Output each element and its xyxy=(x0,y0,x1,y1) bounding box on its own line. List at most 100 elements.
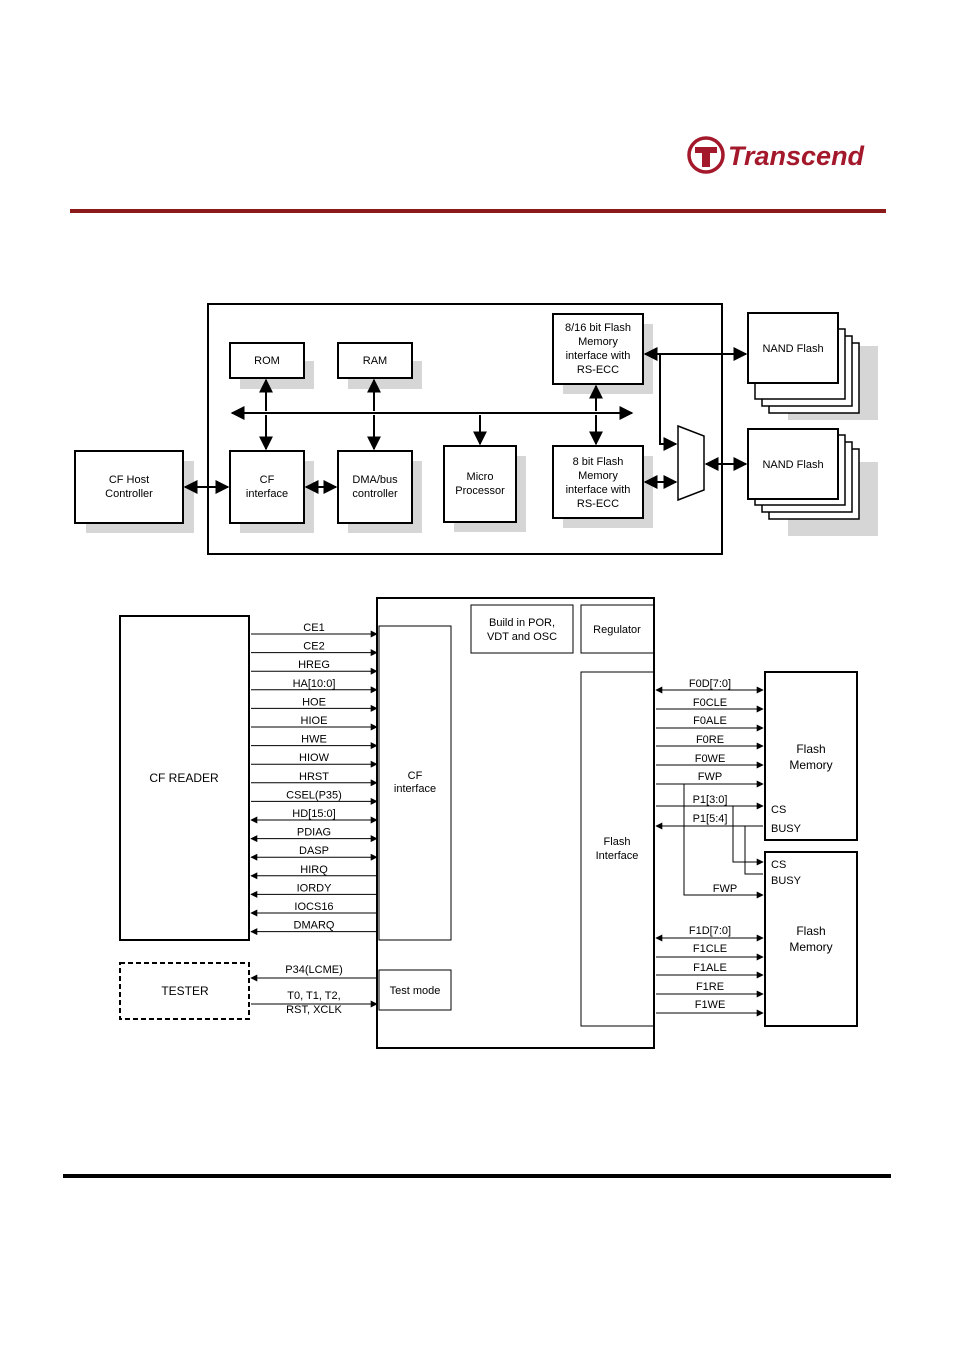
logo-t-mark xyxy=(695,147,717,167)
flash-interface-block xyxy=(580,671,655,1027)
nand-top-label: NAND Flash xyxy=(762,343,823,355)
p1-signal-5-4: P1[5:4] xyxy=(693,813,728,825)
flash1-signal-fwp: FWP xyxy=(713,883,737,895)
flash0-busy-label: BUSY xyxy=(771,823,802,835)
flash-memory-1-box xyxy=(764,851,858,1027)
flash1-signal-f1we: F1WE xyxy=(695,999,726,1011)
host-signal-label: HA[10:0] xyxy=(293,678,336,690)
header-rule xyxy=(70,209,886,213)
logo-ring xyxy=(687,136,725,174)
host-signal-label: DMARQ xyxy=(294,920,335,932)
host-signal-label: HIOW xyxy=(299,752,330,764)
flash16-interface-box xyxy=(552,313,644,385)
chip-cf-interface-label-2: interface xyxy=(394,783,436,795)
internal-bus xyxy=(183,347,748,494)
host-signal-label: HREG xyxy=(298,659,330,671)
flash-memory-1-label-2: Memory xyxy=(789,940,832,954)
tester-signal-lines xyxy=(250,974,378,1008)
cf-interface-box xyxy=(229,450,305,524)
flash8-label-3: interface with xyxy=(566,484,631,496)
cf-host-label-1: CF Host xyxy=(109,474,149,486)
tester-signal-rst-xclk: RST, XCLK xyxy=(286,1004,342,1016)
flash0-signal-f0we: F0WE xyxy=(695,753,726,765)
flash8-interface-box xyxy=(552,445,644,519)
host-signal-lines xyxy=(250,630,378,936)
flash8-label-2: Memory xyxy=(578,470,618,482)
flash16-label-4: RS-ECC xyxy=(577,364,619,376)
tester-signal-t0-t2: T0, T1, T2, xyxy=(287,990,340,1002)
tester-box xyxy=(119,962,250,1020)
micro-processor-box xyxy=(443,445,517,523)
cf-interface-block xyxy=(378,625,452,941)
host-signal-label: HOE xyxy=(302,696,326,708)
p1-signal-3-0: P1[3:0] xyxy=(693,794,728,806)
dma-bus-controller-box xyxy=(337,450,413,524)
regulator-block xyxy=(580,604,655,654)
rom-label: ROM xyxy=(254,355,280,367)
flash-interface-label-2: Interface xyxy=(596,850,639,862)
flash1-busy-label: BUSY xyxy=(771,875,802,887)
host-signal-label: HIRQ xyxy=(300,864,328,876)
test-mode-label: Test mode xyxy=(390,985,441,997)
transcend-logo: Transcend xyxy=(687,136,865,174)
host-signal-label: DASP xyxy=(299,845,329,857)
flash0-signal-f0ale: F0ALE xyxy=(693,715,727,727)
flash-interface-label-1: Flash xyxy=(604,836,631,848)
cf-reader-box xyxy=(119,615,250,941)
flash1-signal-lines xyxy=(655,934,764,1017)
flash0-signal-f0cle: F0CLE xyxy=(693,697,727,709)
dma-label-2: controller xyxy=(352,488,398,500)
cf-interface-label-1: CF xyxy=(260,474,275,486)
cf-reader-label: CF READER xyxy=(149,771,219,785)
multiplexer-shape xyxy=(677,424,705,502)
flash16-label-2: Memory xyxy=(578,336,618,348)
pin-diagram xyxy=(119,597,858,1049)
dma-label-1: DMA/bus xyxy=(352,474,398,486)
chip-cf-interface-label-1: CF xyxy=(408,770,423,782)
flash1-signal-f1d: F1D[7:0] xyxy=(689,925,731,937)
build-in-label-2: VDT and OSC xyxy=(487,631,557,643)
flash0-signal-fwp: FWP xyxy=(698,771,722,783)
flash0-signal-f0re: F0RE xyxy=(696,734,724,746)
tester-signal-p34: P34(LCME) xyxy=(285,964,342,976)
tester-label: TESTER xyxy=(161,984,209,998)
build-in-label-1: Build in POR, xyxy=(489,617,555,629)
nand-flash-bottom-box xyxy=(747,428,839,500)
controller-block-diagram xyxy=(74,303,878,555)
host-signal-label: HWE xyxy=(301,734,327,746)
brand-name: Transcend xyxy=(728,141,865,171)
host-signal-label: CE2 xyxy=(303,641,324,653)
flash16-label-3: interface with xyxy=(566,350,631,362)
flash8-label-4: RS-ECC xyxy=(577,498,619,510)
flash1-signal-f1cle: F1CLE xyxy=(693,943,727,955)
flash8-label-1: 8 bit Flash xyxy=(573,456,624,468)
ram-box xyxy=(337,342,413,379)
flash-memory-0-label-2: Memory xyxy=(789,758,832,772)
chip-outline xyxy=(376,597,655,1049)
host-signal-label: IOCS16 xyxy=(294,901,333,913)
micro-label-2: Processor xyxy=(455,485,505,497)
flash-memory-0-label-1: Flash xyxy=(796,742,825,756)
host-signal-label: CSEL(P35) xyxy=(286,789,342,801)
regulator-label: Regulator xyxy=(593,624,641,636)
flash0-signal-lines xyxy=(655,686,764,899)
flash0-cs-label: CS xyxy=(771,804,786,816)
host-signal-label: HRST xyxy=(299,771,329,783)
flash1-cs-label: CS xyxy=(771,859,786,871)
host-signal-label: IORDY xyxy=(297,882,333,894)
host-signal-label: CE1 xyxy=(303,622,324,634)
rom-box xyxy=(229,342,305,379)
flash1-signal-f1re: F1RE xyxy=(696,981,724,993)
cf-host-label-2: Controller xyxy=(105,488,153,500)
controller-outline xyxy=(207,303,723,555)
host-signal-label: HIOE xyxy=(301,715,328,727)
flash16-label-1: 8/16 bit Flash xyxy=(565,322,631,334)
flash1-signal-f1ale: F1ALE xyxy=(693,962,727,974)
cf-interface-label-2: interface xyxy=(246,488,288,500)
flash0-signal-f0d: F0D[7:0] xyxy=(689,678,731,690)
cf-host-controller-box xyxy=(74,450,184,524)
flash-memory-0-box xyxy=(764,671,858,841)
nand-flash-top-box xyxy=(747,312,839,384)
